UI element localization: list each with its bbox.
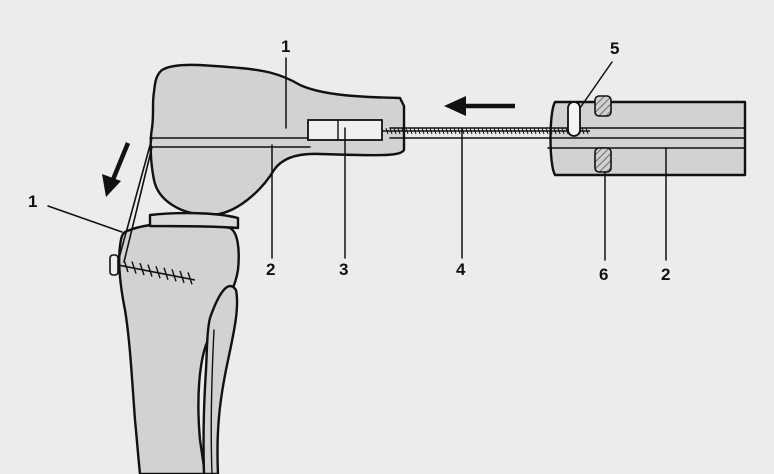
- suture-serration: [405, 127, 409, 135]
- suture-serration: [393, 127, 397, 135]
- suture-serration: [553, 127, 557, 135]
- screw-thread: [171, 269, 177, 282]
- screw-thread: [179, 270, 185, 284]
- suture-serration: [541, 127, 545, 135]
- suture-serration: [385, 127, 389, 135]
- suture-serration: [469, 127, 473, 135]
- suture-serration: [441, 127, 445, 135]
- suture-serration: [509, 127, 513, 135]
- suture-serration: [557, 127, 561, 135]
- label-suture-wire: 4: [456, 260, 466, 279]
- suture-serration: [529, 127, 533, 135]
- leader-lines: [47, 57, 667, 261]
- suture-serration: [453, 127, 457, 135]
- label-guide-tube: 2: [661, 265, 670, 284]
- suture-serration: [565, 127, 569, 135]
- suture-serration: [401, 127, 405, 135]
- suture-serration: [389, 127, 393, 135]
- femur-bone: [149, 63, 406, 217]
- fibula-bone: [202, 284, 239, 474]
- suture-serration: [433, 127, 437, 135]
- ring-collar-top: [594, 95, 612, 117]
- screw-thread: [147, 264, 153, 277]
- suture-serration: [485, 127, 489, 135]
- ring-collar-bottom: [594, 147, 612, 173]
- suture-serration: [525, 127, 529, 135]
- suture-serration: [429, 127, 433, 135]
- suture-serration: [437, 127, 441, 135]
- pin: [567, 101, 581, 137]
- suture-serration: [501, 127, 505, 135]
- suture-serration: [457, 127, 461, 135]
- label-ring-collar: 6: [599, 265, 608, 284]
- suture-serration: [445, 127, 449, 135]
- screw-thread: [155, 265, 161, 279]
- label-fixation-device: 3: [339, 260, 348, 279]
- suture-serration: [465, 127, 469, 135]
- tibial-screw: [109, 254, 196, 285]
- suture-serration: [533, 127, 537, 135]
- tendon-graft: [117, 137, 153, 263]
- suture-serrations: [385, 127, 589, 135]
- suture-serration: [417, 127, 421, 135]
- suture-serration: [421, 127, 425, 135]
- suture-serration: [489, 127, 493, 135]
- suture-serration: [513, 127, 517, 135]
- suture-serration: [473, 127, 477, 135]
- suture-serration: [505, 127, 509, 135]
- suture-serration: [449, 127, 453, 135]
- screw-thread: [131, 261, 137, 274]
- label-pin: 5: [610, 39, 619, 58]
- suture-serration: [397, 127, 401, 135]
- suture-serration: [545, 127, 549, 135]
- suture-serration: [521, 127, 525, 135]
- suture-serration: [493, 127, 497, 135]
- suture-serration: [497, 127, 501, 135]
- screw-thread: [139, 262, 145, 276]
- fibula-inner-line: [210, 329, 215, 474]
- arrow-down-left-icon: [102, 142, 131, 197]
- tibial-plateau-pad: [148, 211, 240, 230]
- suture-serration: [537, 127, 541, 135]
- femoral-tunnel: [149, 137, 311, 148]
- suture-serration: [409, 127, 413, 135]
- suture-serration: [585, 127, 589, 135]
- suture-serration: [413, 127, 417, 135]
- suture-serration: [581, 127, 585, 135]
- arrow-left-icon: [444, 96, 515, 116]
- suture-serration: [517, 127, 521, 135]
- label-graft-tibia: 1: [28, 192, 37, 211]
- suture-serration: [561, 127, 565, 135]
- suture-serration: [549, 127, 553, 135]
- suture-serration: [425, 127, 429, 135]
- screw-thread: [163, 267, 169, 280]
- suture-serration: [477, 127, 481, 135]
- label-graft-femur: 1: [281, 37, 290, 56]
- label-femoral-tunnel: 2: [266, 260, 275, 279]
- suture-serration: [481, 127, 485, 135]
- tibia-bone: [118, 222, 240, 474]
- screw-thread: [187, 272, 193, 285]
